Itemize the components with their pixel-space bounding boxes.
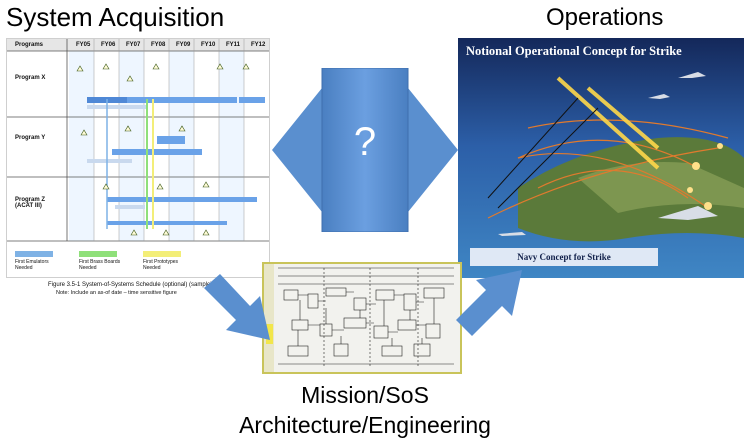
architecture-diagram (262, 262, 462, 374)
program-x-label: Program X (15, 75, 46, 81)
caption-line-1: Mission/SoS (301, 382, 429, 408)
ops-image-label: Navy Concept for Strike (470, 248, 658, 266)
legend-brass-boards: First Brass Boards Needed (79, 259, 121, 271)
year-label: FY07 (126, 42, 141, 48)
year-label: FY05 (76, 42, 91, 48)
sos-schedule-chart: Programs FY05 FY06 FY07 FY08 FY09 FY10 F… (6, 38, 270, 278)
schedule-grid (7, 39, 269, 257)
mission-architecture-caption: Mission/SoS Architecture/Engineering (200, 380, 530, 440)
operations-title: Operations (546, 4, 664, 31)
program-z-label: Program Z (ACAT III) (15, 197, 46, 209)
architecture-schematic (264, 264, 454, 372)
year-label: FY10 (201, 42, 216, 48)
figure-caption: Figure 3.5-1 System-of-Systems Schedule … (48, 282, 213, 288)
bidirectional-arrow-icon (272, 68, 458, 232)
legend-emulators: First Emulators Needed (15, 259, 49, 271)
system-acquisition-title: System Acquisition (6, 2, 225, 32)
arrow-to-architecture-icon (204, 274, 270, 340)
caption-line-2: Architecture/Engineering (239, 412, 491, 438)
program-y-label: Program Y (15, 135, 46, 141)
year-label: FY06 (101, 42, 116, 48)
ops-image-title: Notional Operational Concept for Strike (466, 44, 682, 58)
year-label: FY08 (151, 42, 166, 48)
strike-scene (458, 38, 744, 278)
programs-header: Programs (15, 42, 44, 48)
question-mark: ? (353, 120, 377, 164)
figure-note: Note: Include an as-of date – time sensi… (56, 290, 177, 296)
legend-prototypes: First Prototypes Needed (143, 259, 179, 271)
arrow-to-operations-icon (456, 270, 522, 336)
year-label: FY11 (226, 42, 241, 48)
operational-concept-image: Notional Operational Concept for Strike … (458, 38, 744, 278)
year-label: FY09 (176, 42, 191, 48)
year-label: FY12 (251, 42, 266, 48)
